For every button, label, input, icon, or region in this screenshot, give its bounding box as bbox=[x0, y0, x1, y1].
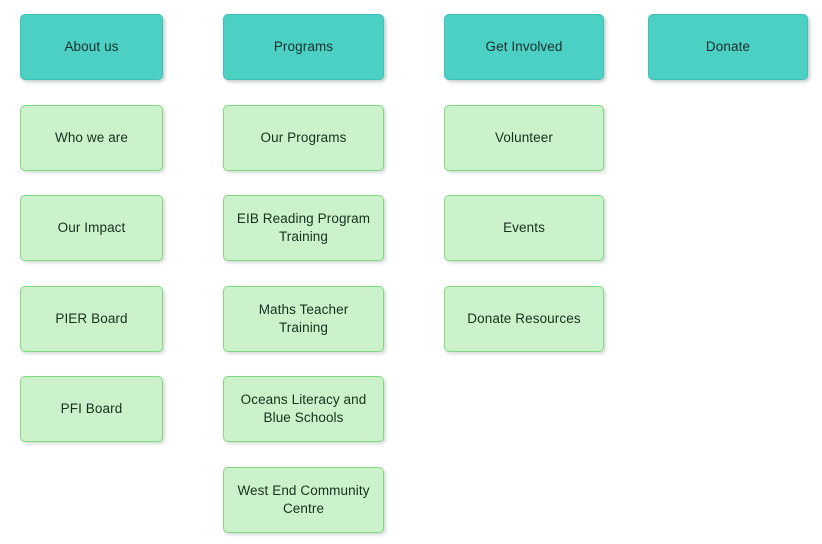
sitemap-node-label: Donate Resources bbox=[467, 310, 581, 326]
sitemap-node-pfi-board[interactable]: PFI Board bbox=[20, 376, 163, 442]
sitemap-node-label: PFI Board bbox=[60, 400, 123, 416]
sitemap-node-label: Programs bbox=[273, 38, 334, 54]
sitemap-node-label: EIB Reading Program Training bbox=[236, 210, 371, 244]
sitemap-node-label: West End Community Centre bbox=[237, 482, 370, 516]
sitemap-node-top-about-us[interactable]: About us bbox=[20, 14, 163, 80]
sitemap-node-maths-teacher-training[interactable]: Maths Teacher Training bbox=[223, 286, 384, 352]
sitemap-node-volunteer[interactable]: Volunteer bbox=[444, 105, 604, 171]
sitemap-node-who-we-are[interactable]: Who we are bbox=[20, 105, 163, 171]
sitemap-node-our-impact[interactable]: Our Impact bbox=[20, 195, 163, 261]
sitemap-node-label: Oceans Literacy and Blue Schools bbox=[240, 391, 367, 425]
sitemap-node-label: Our Programs bbox=[260, 129, 347, 145]
sitemap-node-label: Who we are bbox=[54, 129, 129, 145]
sitemap-node-label: Events bbox=[503, 219, 545, 235]
sitemap-node-label: Volunteer bbox=[495, 129, 553, 145]
sitemap-node-label: Our Impact bbox=[57, 219, 126, 235]
sitemap-node-label: PIER Board bbox=[55, 310, 128, 326]
sitemap-node-eib-reading-program-training[interactable]: EIB Reading Program Training bbox=[223, 195, 384, 261]
sitemap-node-top-get-involved[interactable]: Get Involved bbox=[444, 14, 604, 80]
sitemap-node-donate-resources[interactable]: Donate Resources bbox=[444, 286, 604, 352]
sitemap-node-label: Donate bbox=[705, 38, 751, 54]
sitemap-node-events[interactable]: Events bbox=[444, 195, 604, 261]
sitemap-node-pier-board[interactable]: PIER Board bbox=[20, 286, 163, 352]
sitemap-node-west-end-community-centre[interactable]: West End Community Centre bbox=[223, 467, 384, 533]
sitemap-node-label: Maths Teacher Training bbox=[258, 301, 349, 335]
sitemap-node-oceans-literacy-and-blue-schools[interactable]: Oceans Literacy and Blue Schools bbox=[223, 376, 384, 442]
sitemap-node-top-programs[interactable]: Programs bbox=[223, 14, 384, 80]
sitemap-node-top-donate[interactable]: Donate bbox=[648, 14, 808, 80]
sitemap-node-label: About us bbox=[64, 38, 119, 54]
sitemap-node-our-programs[interactable]: Our Programs bbox=[223, 105, 384, 171]
sitemap-node-label: Get Involved bbox=[485, 38, 563, 54]
